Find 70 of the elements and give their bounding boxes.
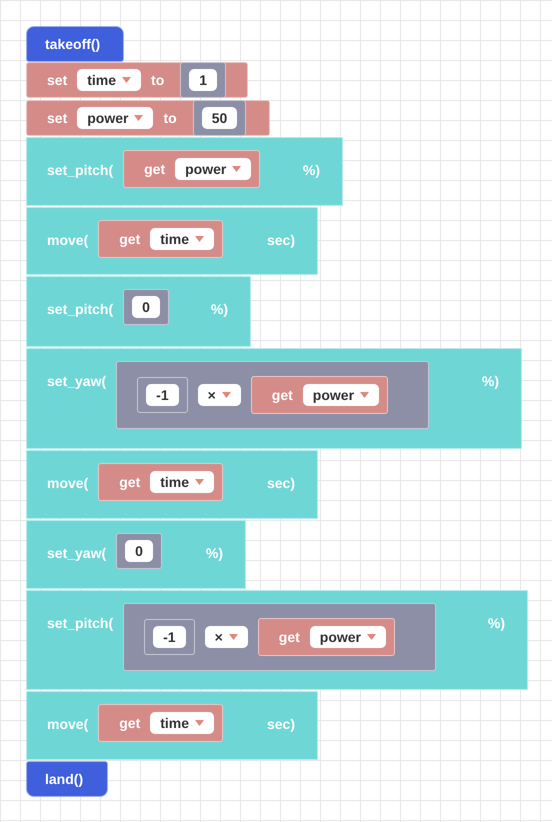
block-label: get xyxy=(119,715,140,731)
set-variable-block xyxy=(26,62,248,98)
block-label: move( xyxy=(47,232,88,248)
dropdown-menu: time xyxy=(150,471,214,493)
get-variable-block xyxy=(258,618,395,656)
command-block xyxy=(26,590,528,690)
block-label: set xyxy=(47,72,68,88)
block-label: to xyxy=(151,72,164,88)
number-block xyxy=(123,289,169,325)
number-field: 0 xyxy=(132,296,160,318)
number-field: -1 xyxy=(146,384,179,406)
block-label: get xyxy=(278,629,300,645)
command-block xyxy=(26,691,318,760)
number-field: -1 xyxy=(153,626,186,648)
block-label: set_pitch( xyxy=(47,301,114,317)
command-block xyxy=(26,450,318,519)
block-label: get xyxy=(119,231,140,247)
dropdown-menu: time xyxy=(150,712,214,734)
block-label: get xyxy=(119,474,140,490)
block-label: land() xyxy=(45,771,84,787)
get-variable-block xyxy=(250,376,388,414)
get-variable-block xyxy=(123,150,260,188)
block-label: %) xyxy=(206,545,224,561)
dropdown-menu: power xyxy=(302,384,380,406)
number-field: 50 xyxy=(202,107,238,129)
block-label: set_pitch( xyxy=(47,615,114,631)
block-label: sec) xyxy=(266,232,296,248)
number-field: 0 xyxy=(125,540,153,562)
block-label: set_pitch( xyxy=(47,162,114,178)
block-label: takeoff() xyxy=(45,36,100,52)
block-label: sec) xyxy=(266,475,296,491)
block-label: move( xyxy=(47,475,88,491)
number-field: 1 xyxy=(189,69,218,91)
block-label: %) xyxy=(488,615,506,631)
number-block xyxy=(192,100,246,136)
dropdown-menu: power xyxy=(175,158,252,180)
block-label: %) xyxy=(210,301,229,317)
dropdown-menu: × xyxy=(198,384,241,406)
get-variable-block xyxy=(98,220,224,258)
dropdown-menu: power xyxy=(77,107,154,129)
dropdown-menu: time xyxy=(77,69,142,91)
number-block xyxy=(116,533,162,569)
number-block xyxy=(180,62,226,98)
start-block xyxy=(26,26,124,62)
block-label: set_yaw( xyxy=(47,373,106,389)
multiply-block xyxy=(116,361,430,429)
block-label: %) xyxy=(302,162,321,178)
block-label: set_yaw( xyxy=(47,545,106,561)
set-variable-block xyxy=(26,100,270,136)
number-block xyxy=(137,377,188,413)
block-label: get xyxy=(144,161,166,177)
command-block xyxy=(26,137,343,206)
dropdown-menu: × xyxy=(204,626,248,648)
dropdown-menu: time xyxy=(150,228,214,250)
get-variable-block xyxy=(98,704,224,742)
block-label: %) xyxy=(482,373,500,389)
block-label: sec) xyxy=(266,716,296,732)
command-block xyxy=(26,348,522,449)
block-label: set xyxy=(47,110,68,126)
block-label: to xyxy=(163,110,177,126)
end-block xyxy=(26,761,108,797)
block-label: move( xyxy=(47,716,88,732)
block-label: get xyxy=(272,387,293,403)
multiply-block xyxy=(123,603,436,671)
command-block xyxy=(26,276,251,347)
dropdown-menu: power xyxy=(310,626,386,648)
number-block xyxy=(144,619,195,655)
command-block xyxy=(26,520,246,589)
command-block xyxy=(26,207,318,275)
get-variable-block xyxy=(98,463,224,501)
